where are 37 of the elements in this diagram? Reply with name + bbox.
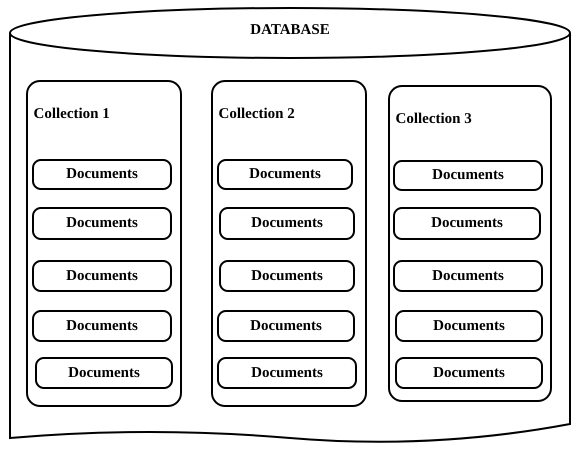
document-label: Documents [68,364,140,382]
database-title: DATABASE [249,22,331,39]
document-box [395,310,543,342]
document-label: Documents [250,318,322,334]
document-label: Documents [433,318,505,334]
document-box [32,159,172,190]
document-label: Documents [251,268,323,284]
document-label: Documents [433,364,505,382]
document-box [393,207,541,240]
document-label: Documents [66,318,138,334]
document-label: Documents [251,364,323,382]
collection-title: Collection 3 [396,110,472,128]
collection-title: Collection 1 [34,106,110,122]
document-label: Documents [251,215,323,232]
document-box [32,207,172,240]
document-label: Documents [431,215,503,232]
document-label: Documents [66,268,138,284]
document-box [217,310,355,342]
document-box [393,260,543,292]
document-label: Documents [66,215,138,232]
document-box [219,207,355,240]
document-box [217,357,357,389]
document-label: Documents [432,167,504,184]
document-box [393,160,543,191]
document-box [219,260,355,292]
collection-panel [26,80,182,406]
document-box [35,357,173,389]
document-label: Documents [249,166,321,183]
collection-panel [210,80,366,406]
collection-panel [388,84,552,402]
document-box [217,159,353,190]
document-box [395,357,543,389]
collection-title: Collection 2 [218,106,295,122]
document-box [32,260,172,292]
document-label: Documents [66,166,138,183]
document-label: Documents [432,268,504,284]
document-box [32,310,172,342]
